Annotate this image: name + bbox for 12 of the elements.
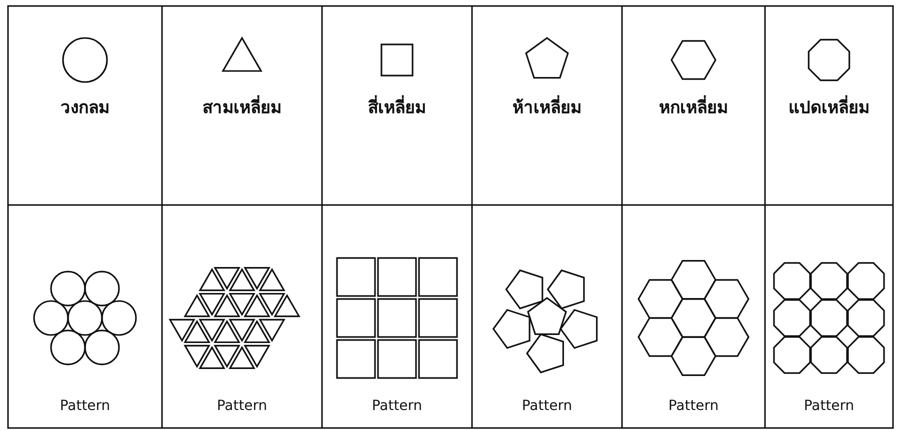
pattern-label: Pattern	[668, 398, 719, 414]
pattern-label: Pattern	[804, 398, 854, 414]
shape-name: วงกลม	[60, 97, 110, 120]
shape-name: แปดเหลี่ยม	[788, 93, 870, 120]
pattern-label: Pattern	[522, 398, 572, 414]
pattern-label: Pattern	[372, 398, 422, 414]
shape-name: หกเหลี่ยม	[659, 93, 728, 120]
shape-name: สี่เหลี่ยม	[368, 93, 426, 120]
pattern-label: Pattern	[216, 398, 268, 414]
shape-name: ห้าเหลี่ยม	[512, 93, 582, 120]
shape-name: สามเหลี่ยม	[202, 93, 282, 120]
pattern-label: Pattern	[60, 398, 110, 414]
